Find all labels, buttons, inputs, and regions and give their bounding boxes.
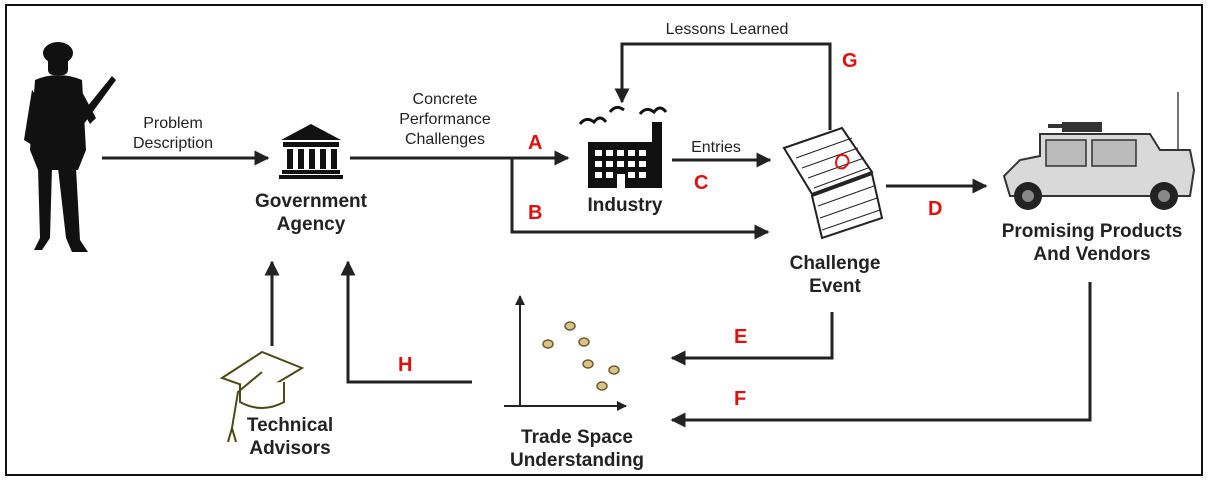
government-building-icon [279, 124, 343, 179]
letter-c: C [694, 172, 709, 194]
arrow-f [670, 282, 1092, 428]
letter-g: G [842, 50, 858, 72]
promising-line-1: Promising Products [1001, 221, 1183, 242]
tech-line-1: Technical [246, 415, 334, 436]
concrete-challenges-label: Concrete Performance Challenges [380, 90, 510, 150]
trade-line-2: Understanding [509, 450, 645, 471]
entries-label: Entries [691, 139, 741, 156]
technical-advisors-label: Technical Advisors [230, 414, 350, 460]
graduation-cap-icon [219, 350, 305, 443]
arrow-h [340, 260, 472, 384]
letter-d: D [928, 198, 943, 220]
border [5, 4, 1203, 476]
factory-icon [578, 105, 668, 188]
trade-line-1: Trade Space [521, 427, 633, 448]
promising-line-2: And Vendors [1033, 244, 1151, 265]
challenge-line-1: Challenge [789, 253, 881, 274]
concrete-line-3: Challenges [404, 131, 486, 148]
arrow-g [614, 42, 832, 130]
industry-label: Industry [587, 195, 663, 216]
concrete-line-1: Concrete [412, 91, 478, 108]
letter-b: B [528, 202, 543, 224]
soldier-icon [24, 42, 116, 252]
challenge-event-label: Challenge Event [770, 252, 900, 298]
scatter-plot-icon [504, 295, 627, 411]
problem-line-1: Problem [143, 115, 203, 132]
humvee-icon [1002, 92, 1196, 210]
letter-e: E [734, 326, 748, 348]
problem-line-2: Description [132, 135, 214, 152]
concrete-line-2: Performance [399, 111, 491, 128]
letter-a: A [528, 132, 543, 154]
government-agency-label: Government Agency [236, 190, 386, 236]
problem-description-label: Problem Description [118, 114, 228, 154]
gov-line-1: Government [255, 191, 367, 212]
gov-line-2: Agency [276, 214, 346, 235]
lessons-learned-label: Lessons Learned [665, 21, 789, 38]
letter-h: H [398, 354, 413, 376]
challenge-line-2: Event [809, 276, 861, 297]
tech-line-2: Advisors [249, 438, 331, 459]
letter-f: F [734, 388, 747, 410]
arrow-b [510, 158, 770, 240]
promising-products-label: Promising Products And Vendors [980, 220, 1204, 266]
arrow-e [670, 312, 834, 366]
calendar-icon [782, 126, 884, 240]
trade-space-label: Trade Space Understanding [482, 426, 672, 472]
